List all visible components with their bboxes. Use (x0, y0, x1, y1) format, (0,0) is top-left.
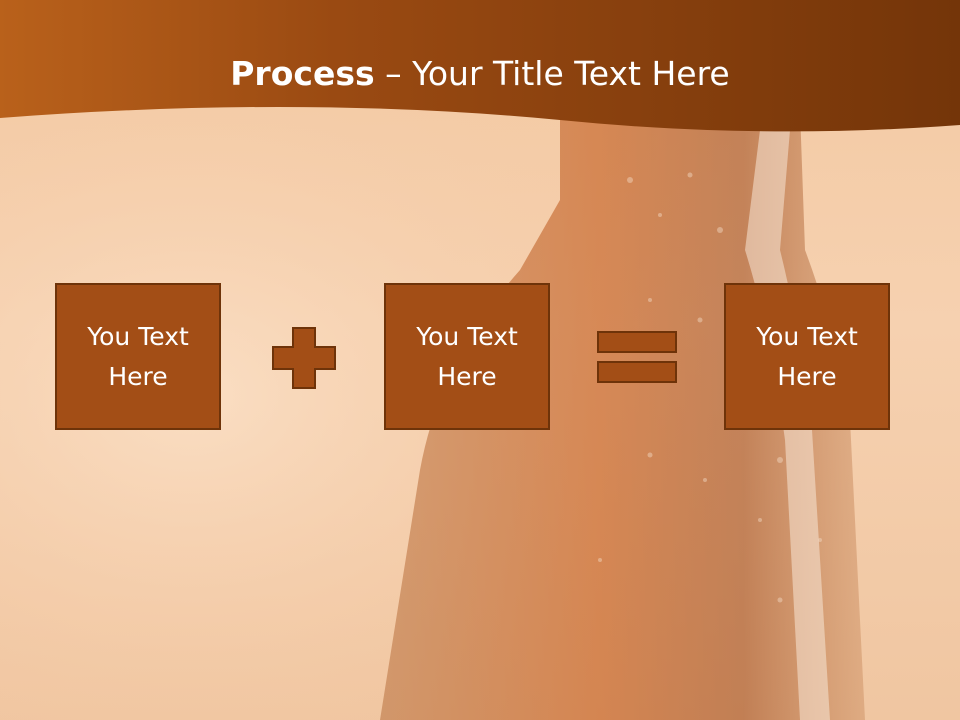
page-title: Process – Your Title Text Here (0, 52, 960, 96)
process-box-1[interactable]: You Text Here (55, 283, 221, 430)
plus-icon (272, 327, 336, 389)
process-box-2[interactable]: You Text Here (384, 283, 550, 430)
process-box-2-text: You Text Here (416, 321, 518, 391)
process-box-3[interactable]: You Text Here (724, 283, 890, 430)
title-bold-part: Process (230, 54, 375, 93)
equals-icon (597, 331, 677, 383)
process-box-1-text: You Text Here (87, 321, 189, 391)
process-box-3-text: You Text Here (756, 321, 858, 391)
title-rest-part: – Your Title Text Here (374, 54, 730, 93)
